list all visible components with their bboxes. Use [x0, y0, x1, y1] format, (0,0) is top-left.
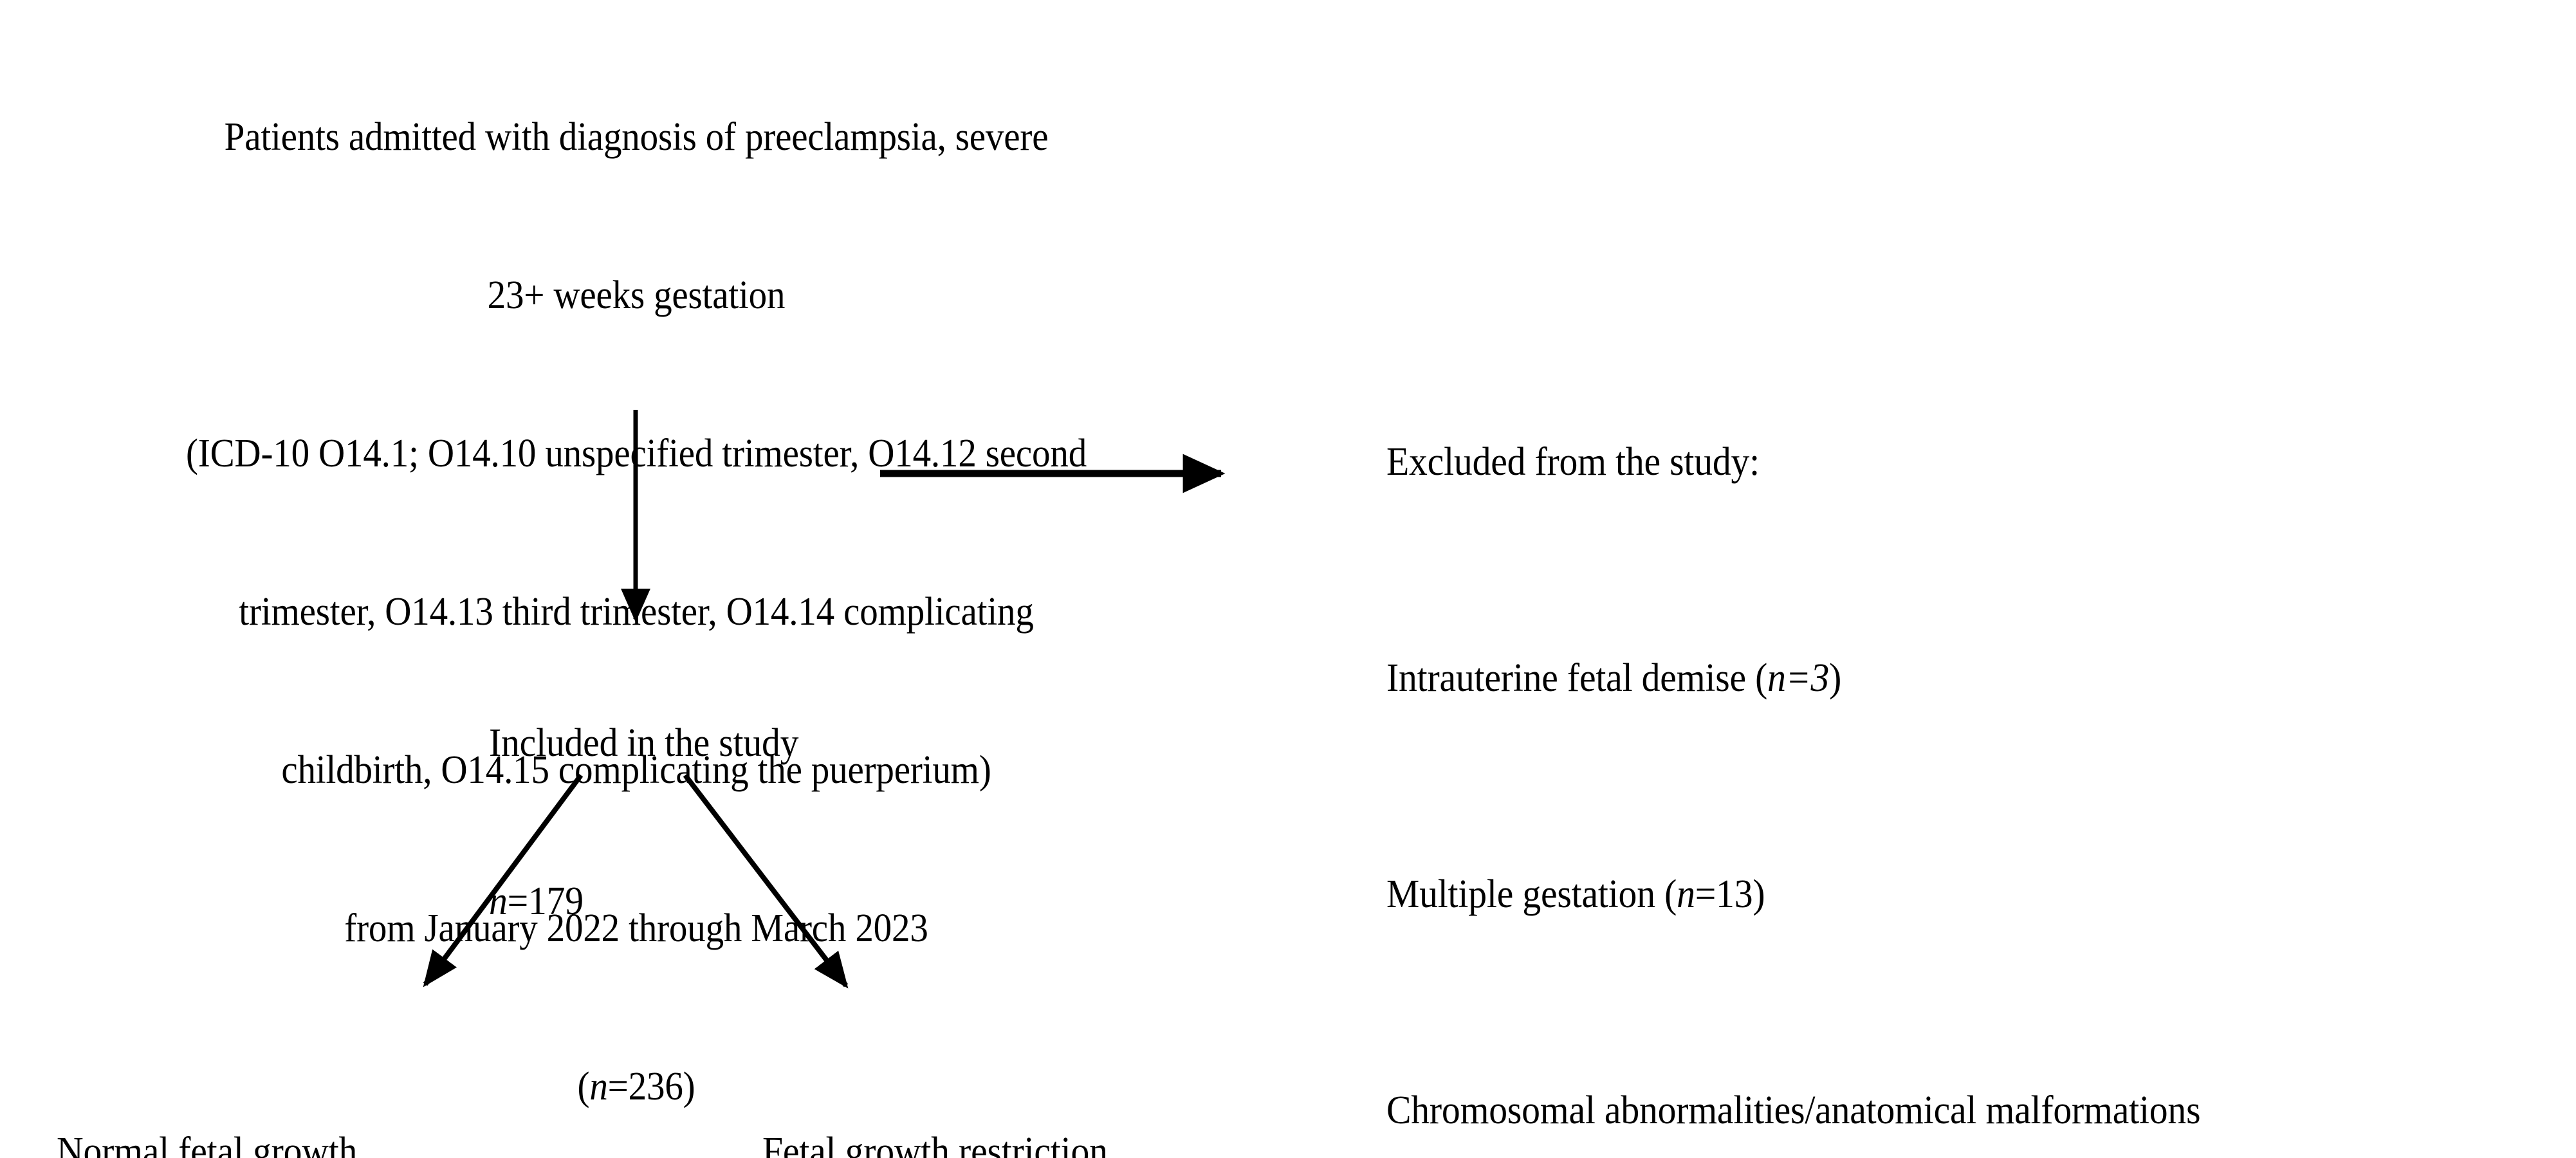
- source-count-paren-open: (: [577, 1065, 590, 1108]
- excluded-item-ifd-label: Intrauterine fetal demise: [1386, 656, 1756, 700]
- excluded-item-chromosomal: Chromosomal abnormalities/anatomical mal…: [1386, 1089, 2201, 1132]
- excluded-item-mg-paren-close: ): [1753, 872, 1765, 916]
- source-line-2: 23+ weeks gestation: [487, 273, 786, 317]
- included-in-study-node: Included in the study n=179: [489, 611, 1068, 1033]
- source-line-1: Patients admitted with diagnosis of pree…: [224, 115, 1049, 159]
- included-n-value: =179: [507, 879, 584, 923]
- excluded-item-multiple-gestation: Multiple gestation (n=13): [1386, 867, 2487, 921]
- source-line-3: (ICD-10 O14.1; O14.10 unspecified trimes…: [185, 432, 1087, 475]
- patients-admitted-source-node: Patients admitted with diagnosis of pree…: [0, 5, 1273, 1158]
- included-count: n=179: [489, 875, 1027, 928]
- excluded-item-mg-paren-open: (: [1664, 872, 1677, 916]
- source-line-5: childbirth, O14.15 complicating the puer…: [281, 748, 991, 792]
- source-count-line: (n=236): [51, 1060, 1222, 1113]
- excluded-item-mg-label: Multiple gestation: [1386, 872, 1665, 916]
- excluded-item-ifd: Intrauterine fetal demise (n=3): [1386, 651, 2487, 705]
- excluded-heading: Excluded from the study:: [1386, 440, 1760, 484]
- normal-fetal-growth-node: Normal fetal growth n=159: [57, 1020, 700, 1158]
- excluded-item-ifd-paren-close: ): [1829, 656, 1842, 700]
- included-label: Included in the study: [489, 721, 799, 765]
- source-line-6: from January 2022 through March 2023: [344, 906, 928, 950]
- fetal-growth-restriction-node: Fetal growth restriction n=20: [762, 1020, 1406, 1158]
- source-line-4: trimester, O14.13 third trimester, O14.1…: [239, 590, 1034, 634]
- excluded-item-ifd-value: =3: [1785, 656, 1830, 700]
- included-n-symbol: n: [489, 879, 508, 923]
- source-count-paren-close: ): [683, 1065, 695, 1108]
- source-count-value: =236: [607, 1065, 683, 1108]
- excluded-from-study-node: Excluded from the study: Intrauterine fe…: [1386, 327, 2570, 1158]
- excluded-item-mg-n-symbol: n: [1677, 872, 1695, 916]
- normal-growth-label: Normal fetal growth: [57, 1130, 358, 1158]
- fgr-label: Fetal growth restriction: [762, 1130, 1108, 1158]
- excluded-item-ifd-paren-open: (: [1755, 656, 1768, 700]
- excluded-item-ifd-n-symbol: n: [1767, 656, 1786, 700]
- excluded-item-mg-value: =13: [1695, 872, 1753, 916]
- source-count-n-symbol: n: [589, 1065, 608, 1108]
